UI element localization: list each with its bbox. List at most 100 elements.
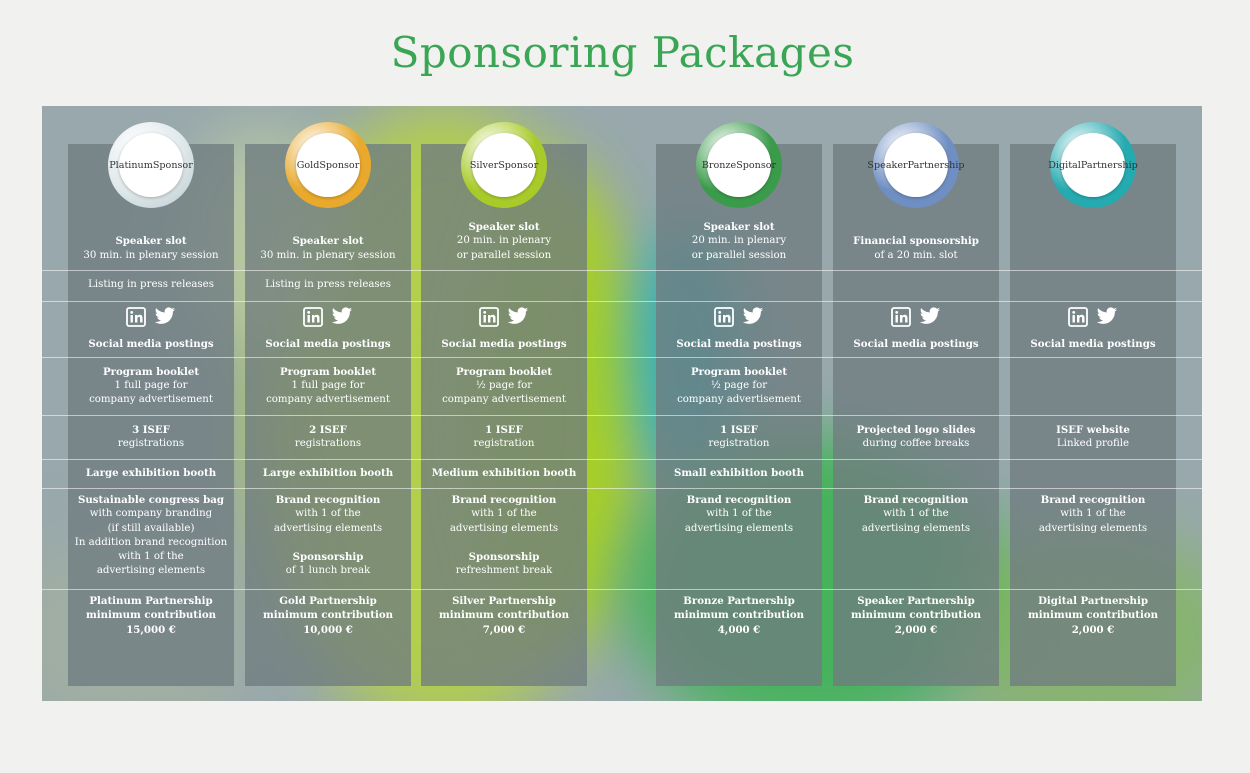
social-icons (126, 307, 176, 332)
cell-line: advertising elements (449, 522, 559, 534)
cell-line: Brand recognition (275, 494, 381, 506)
cell-social-digital: Social media postings (1010, 301, 1176, 357)
cell-line: Projected logo slides (856, 423, 976, 436)
twitter-icon (742, 307, 764, 332)
cell-line: (if still available) (107, 522, 195, 534)
linkedin-icon (891, 307, 911, 332)
cell-line: Silver (469, 159, 499, 171)
social-icons (891, 307, 941, 332)
cell-line: Gold (296, 159, 320, 171)
cell-social-platinum: Social media postings (68, 301, 234, 357)
social-icons (303, 307, 353, 332)
badge-label: GoldSponsor (296, 133, 360, 197)
cell-line: 30 min. in plenary session (260, 249, 396, 261)
social-icons (714, 307, 764, 332)
cell-social-silver: Social media postings (421, 301, 587, 357)
twitter-icon (919, 307, 941, 332)
cell-line: 2 ISEF (309, 423, 347, 436)
cell-line: or parallel session (456, 249, 552, 261)
cell-line: minimum contribution (438, 609, 570, 622)
cell-line: with 1 of the (883, 508, 949, 520)
linkedin-icon (126, 307, 146, 332)
cell-line: Program booklet (102, 365, 200, 378)
linkedin-icon (1068, 307, 1088, 332)
cell-line: 7,000 € (482, 623, 526, 636)
cell-line: 30 min. in plenary session (83, 249, 219, 261)
cell-line: refreshment break (455, 565, 553, 577)
badge-label: SilverSponsor (469, 133, 538, 197)
cell-line: Social media postings (676, 337, 802, 350)
twitter-icon (331, 307, 353, 332)
cell-speaker-digital (1010, 106, 1176, 270)
cell-line: 2,000 € (1071, 623, 1115, 636)
cell-line: 15,000 € (126, 623, 176, 636)
cell-line: minimum contribution (850, 609, 982, 622)
cell-line: Bronze Partnership (683, 595, 795, 607)
badge-label: DigitalPartnership (1048, 133, 1138, 197)
cell-social-gold: Social media postings (245, 301, 411, 357)
cell-line: Speaker slot (115, 235, 187, 248)
cell-press-digital (1010, 270, 1176, 301)
cell-press-platinum: Listing in press releases (68, 270, 234, 301)
cell-line: 2,000 € (894, 623, 938, 636)
cell-line: Financial sponsorship (853, 235, 979, 248)
cell-line: Social media postings (265, 337, 391, 350)
cell-booth-silver: Medium exhibition booth (421, 459, 587, 488)
cell-booth-bronze: Small exhibition booth (656, 459, 822, 488)
row-divider (42, 357, 1202, 358)
cell-booth-gold: Large exhibition booth (245, 459, 411, 488)
cell-line: Sponsorship (468, 550, 540, 563)
row-divider (42, 301, 1202, 302)
cell-line: Social media postings (441, 337, 567, 350)
cell-line: Program booklet (690, 365, 788, 378)
cell-line: Platinum Partnership (89, 595, 213, 607)
cell-line: company advertisement (266, 394, 390, 406)
cell-line: 4,000 € (717, 623, 761, 636)
cell-line: of 1 lunch break (285, 565, 371, 577)
platinum-badge: PlatinumSponsor (108, 122, 194, 208)
cell-line: company advertisement (442, 394, 566, 406)
cell-press-silver (421, 270, 587, 301)
cell-line: Sustainable congress bag (78, 494, 224, 506)
cell-line: 1 full page for (291, 379, 365, 391)
cell-line: Digital (1048, 159, 1081, 171)
cell-line: with 1 of the (471, 508, 537, 520)
cell-line: ½ page for (710, 379, 768, 391)
cell-line: Large exhibition booth (85, 467, 217, 480)
cell-press-speaker (833, 270, 999, 301)
cell-line: 1 full page for (114, 379, 188, 391)
twitter-icon (507, 307, 529, 332)
cell-line: minimum contribution (85, 609, 217, 622)
cell-line: Partnership (907, 159, 965, 171)
cell-line: with 1 of the (1060, 508, 1126, 520)
cell-line: Silver Partnership (452, 595, 556, 607)
cell-line: Program booklet (455, 365, 553, 378)
cell-booth-digital (1010, 459, 1176, 488)
cell-line: Sponsor (736, 159, 777, 171)
cell-line: minimum contribution (262, 609, 394, 622)
cell-line: of a 20 min. slot (874, 249, 958, 261)
page-title: Sponsoring Packages (390, 28, 855, 77)
row-divider (42, 459, 1202, 460)
cell-line: Social media postings (88, 337, 214, 350)
cell-line: registrations (294, 438, 362, 449)
linkedin-icon (479, 307, 499, 332)
cell-line: with 1 of the (118, 551, 184, 563)
cell-contribution-platinum: Platinum Partnership minimum contribution… (68, 589, 234, 646)
cell-line: registrations (117, 438, 185, 449)
